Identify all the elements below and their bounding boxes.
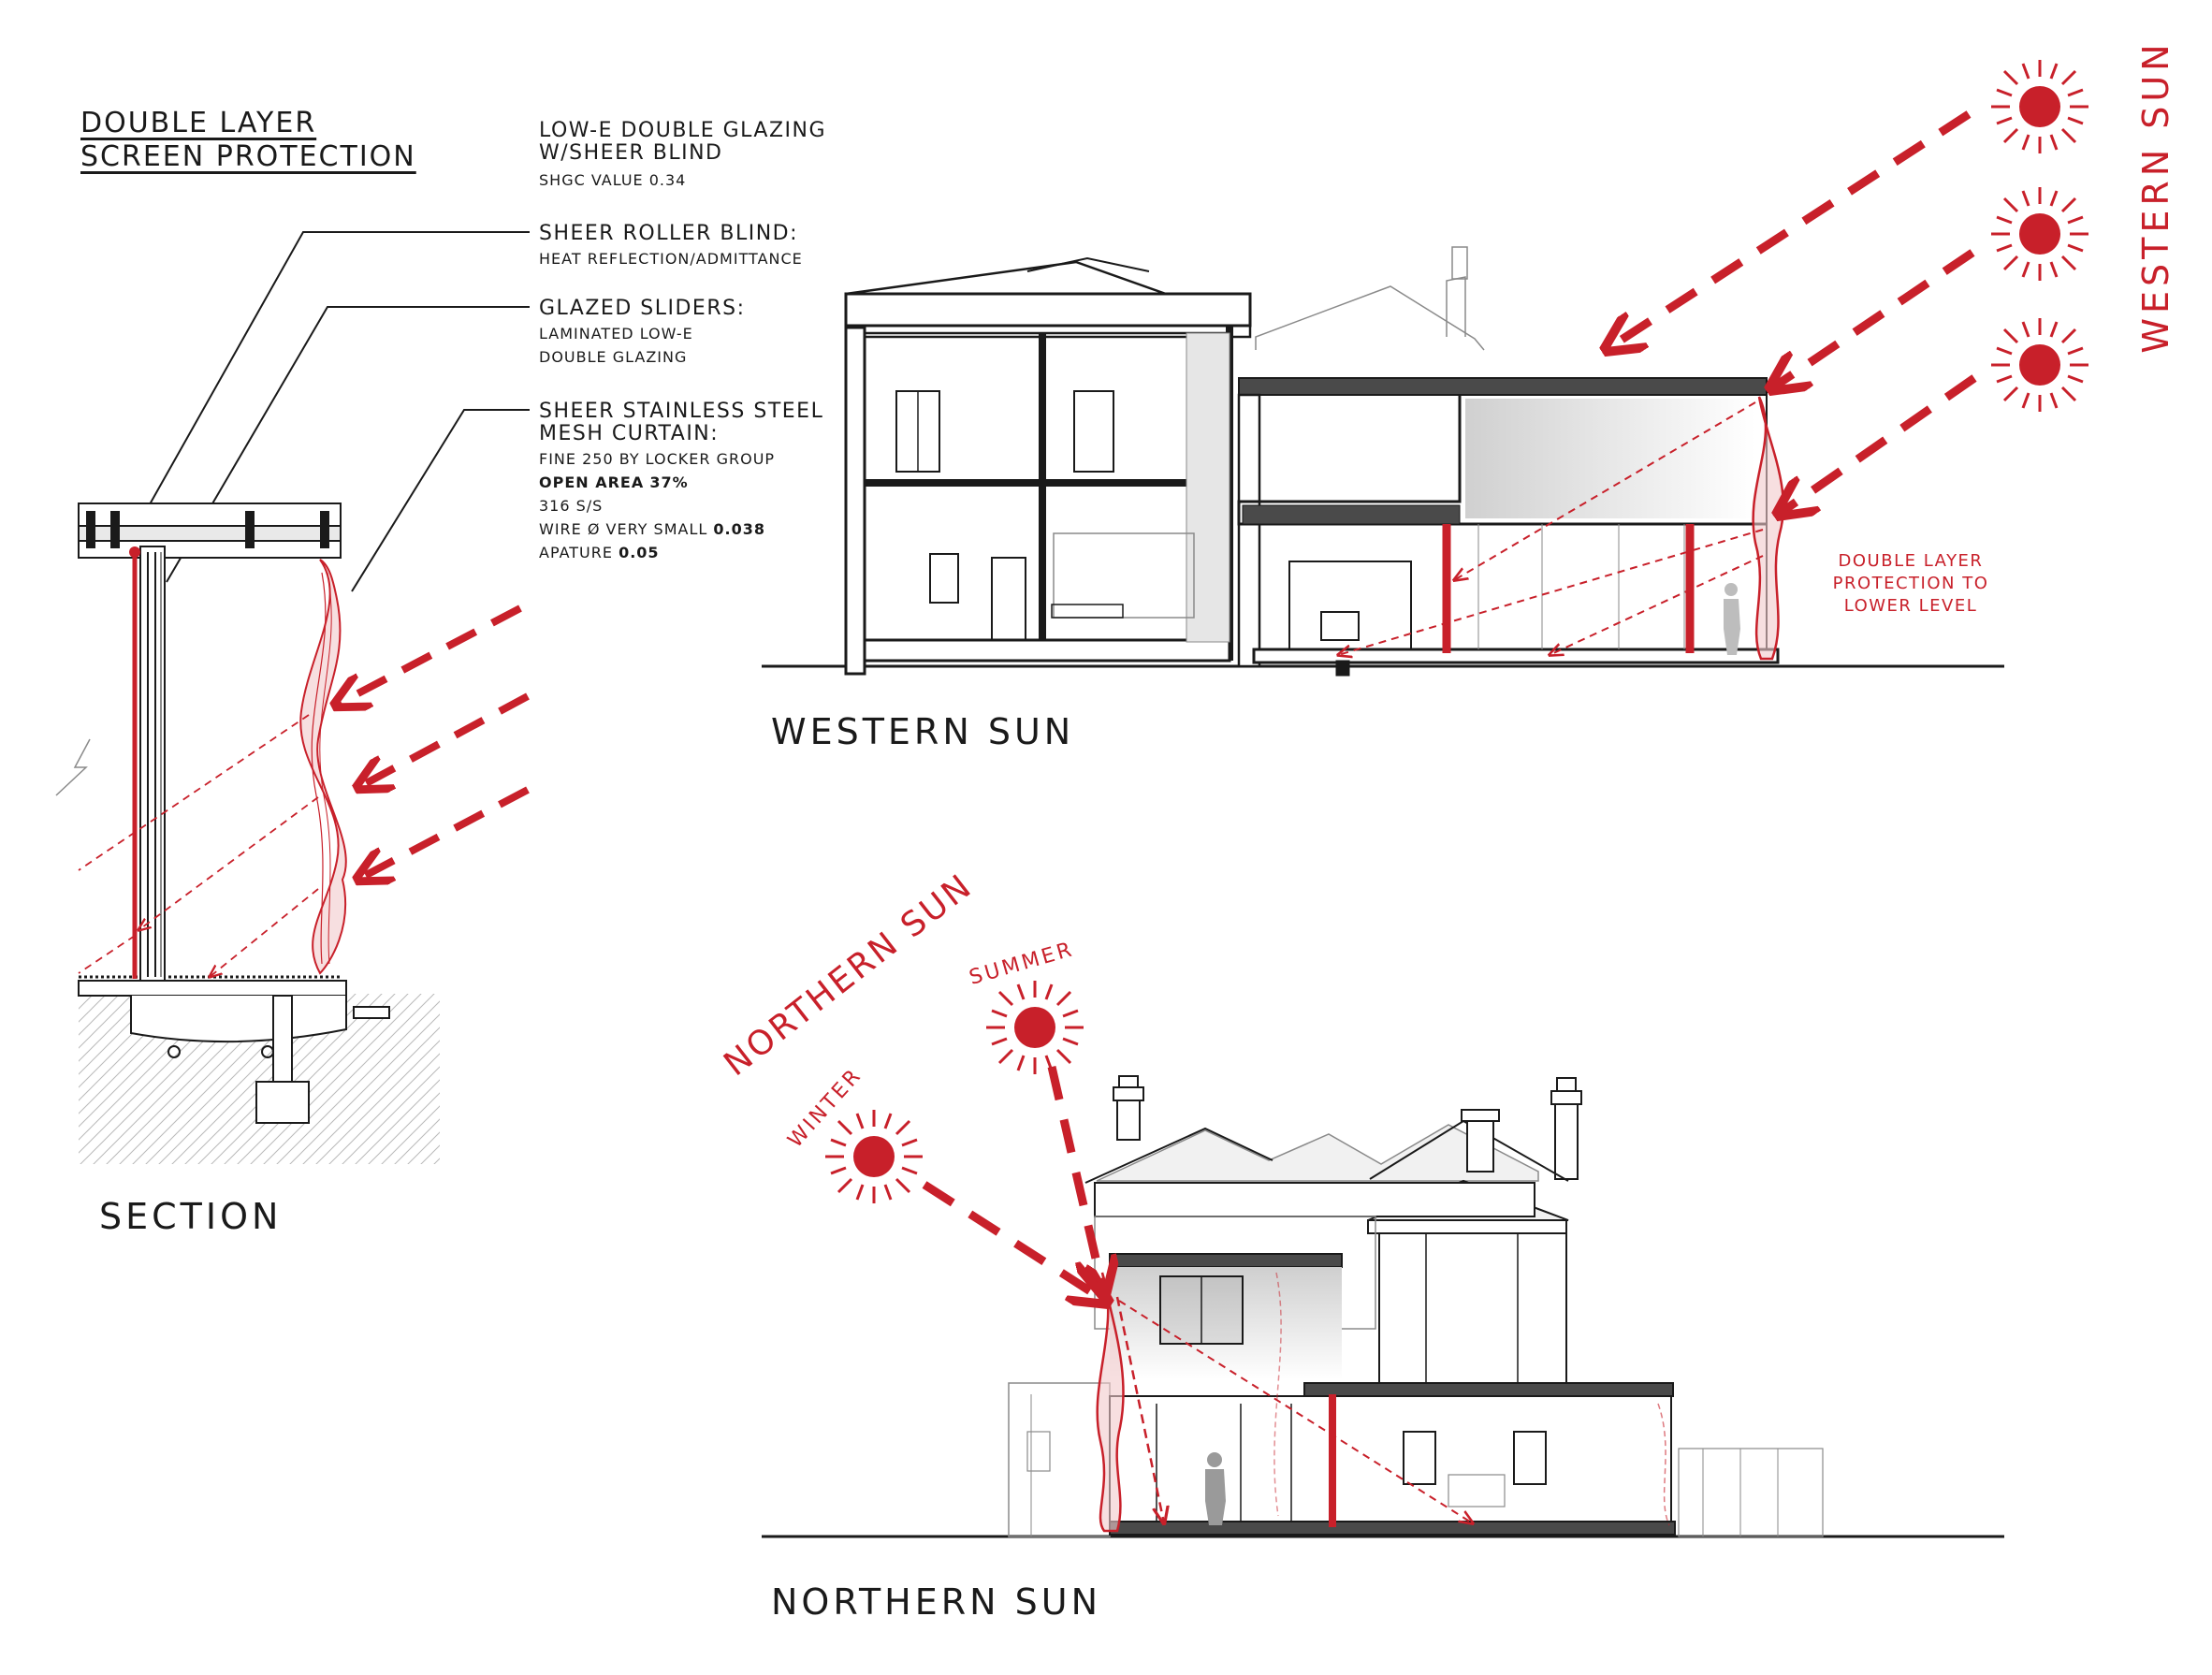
mesh-label-line2: MESH CURTAIN: <box>539 422 720 445</box>
section-pad <box>255 1081 310 1124</box>
sliders-detail-line2: DOUBLE GLAZING <box>539 348 688 366</box>
section-title-line2: SCREEN PROTECTION <box>80 140 416 173</box>
northern-red-elements <box>922 1065 1670 1533</box>
northern-floor-slab <box>1109 1521 1676 1536</box>
blind-label: SHEER ROLLER BLIND: <box>539 222 799 245</box>
sun-icon <box>1991 318 2088 412</box>
sun-icon <box>1991 187 2088 281</box>
leader-blind <box>128 231 530 542</box>
mesh-open-area-label: OPEN AREA <box>539 473 645 491</box>
section-drain-2 <box>261 1045 274 1058</box>
section-edge-trim <box>353 1006 390 1019</box>
callout-line2: PROTECTION TO <box>1832 574 1989 593</box>
mesh-detail-line3: 316 S/S <box>539 497 604 515</box>
section-sun-rays <box>78 604 530 977</box>
western-extension-roof <box>1238 377 1768 396</box>
leader-mesh <box>351 409 530 592</box>
winter-sun-icon <box>825 1110 923 1203</box>
section-detail <box>55 502 440 1164</box>
section-footing <box>130 996 347 1043</box>
glazing-label-line1: LOW-E DOUBLE GLAZING <box>539 119 827 142</box>
section-mesh-curtain <box>299 559 347 975</box>
section-pier <box>272 995 293 1083</box>
northern-lower-roof <box>1303 1382 1674 1397</box>
callout-line1: DOUBLE LAYER <box>1838 551 1984 571</box>
western-mesh-curtain <box>1752 396 1784 661</box>
section-title-line1: DOUBLE LAYER <box>80 107 317 139</box>
glazing-label-line2: W/SHEER BLIND <box>539 141 723 165</box>
mesh-open-area-value: 37% <box>649 473 689 491</box>
western-mid-slab <box>1242 504 1461 525</box>
western-lower-slab <box>1252 648 1780 664</box>
northern-sun-caption: NORTHERN SUN <box>771 1581 1102 1623</box>
section-drain-1 <box>167 1045 181 1058</box>
western-sun-caption: WESTERN SUN <box>771 711 1075 752</box>
mesh-aperture-label: APATURE <box>539 544 613 561</box>
western-house-body <box>863 331 1231 663</box>
northern-main-roof <box>1096 1124 1539 1182</box>
mesh-wire-label: WIRE Ø VERY SMALL <box>539 520 708 538</box>
section-caption: SECTION <box>99 1196 283 1237</box>
western-elevation <box>762 246 2004 677</box>
mesh-detail-line2: OPEN AREA 37% <box>539 471 689 494</box>
northern-mesh-curtain <box>1096 1272 1125 1533</box>
mesh-label-line1: SHEER STAINLESS STEEL <box>539 400 824 423</box>
western-house-ceiling <box>844 292 1252 328</box>
callout-line3: LOWER LEVEL <box>1843 596 1978 616</box>
northern-elevation <box>762 1075 2004 1538</box>
western-red-elements <box>1338 110 1977 661</box>
mesh-aperture-value: 0.05 <box>618 544 660 561</box>
northern-sun-icons <box>825 981 1084 1203</box>
northern-upper-roof <box>1109 1253 1343 1268</box>
blind-detail: HEAT REFLECTION/ADMITTANCE <box>539 250 803 268</box>
leader-lines <box>128 231 530 592</box>
sun-icon <box>1991 60 2088 153</box>
mesh-detail-line1: FINE 250 BY LOCKER GROUP <box>539 450 776 468</box>
mesh-detail-line4: WIRE Ø VERY SMALL 0.038 <box>539 517 765 541</box>
sliders-detail-line1: LAMINATED LOW-E <box>539 325 693 342</box>
summer-sun-icon <box>986 981 1084 1074</box>
mesh-detail-line5: APATURE 0.05 <box>539 541 660 564</box>
section-slab <box>78 980 347 997</box>
sliders-label: GLAZED SLIDERS: <box>539 297 746 320</box>
glazing-shgc-value: SHGC VALUE 0.34 <box>539 171 687 189</box>
leader-sliders <box>166 306 530 583</box>
mesh-wire-value: 0.038 <box>713 520 765 538</box>
western-sun-icons <box>1991 60 2088 412</box>
